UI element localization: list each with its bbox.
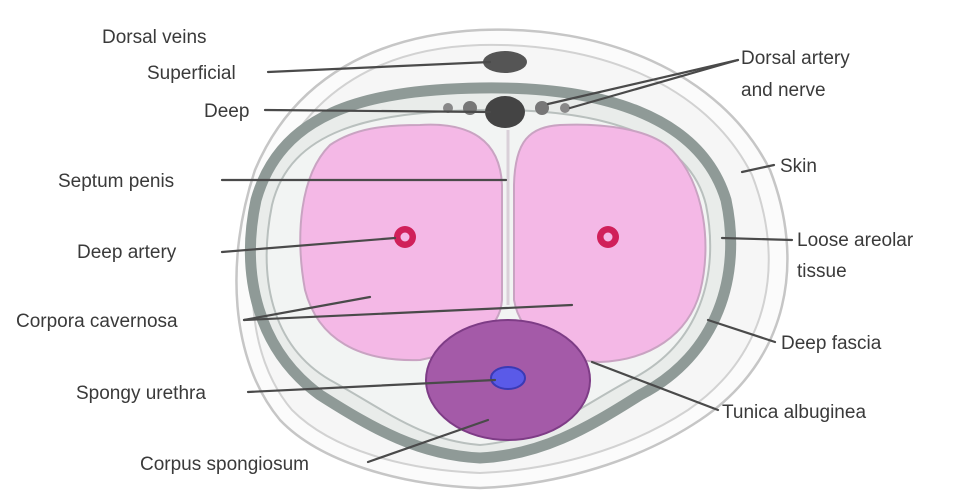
dorsal-artery-right — [535, 101, 549, 115]
label-septum-penis: Septum penis — [58, 171, 174, 192]
label-loose-areolar: Loose areolar — [797, 230, 914, 251]
label-tissue: tissue — [797, 261, 847, 282]
label-corpora-cavernosa: Corpora cavernosa — [16, 311, 178, 332]
spongy-urethra — [491, 367, 525, 389]
dorsal-nerve-right — [560, 103, 570, 113]
label-deep-fascia: Deep fascia — [781, 333, 882, 354]
label-deep-artery: Deep artery — [77, 242, 177, 263]
label-deep: Deep — [204, 101, 249, 122]
label-tunica-albuginea: Tunica albuginea — [722, 402, 866, 423]
label-dorsal-artery: Dorsal artery — [741, 48, 850, 69]
deep-artery-left-lumen — [401, 233, 410, 242]
label-corpus-spongiosum: Corpus spongiosum — [140, 454, 309, 475]
label-skin: Skin — [780, 156, 817, 177]
label-and-nerve: and nerve — [741, 80, 826, 101]
label-spongy-urethra: Spongy urethra — [76, 383, 206, 404]
label-dorsal-veins: Dorsal veins — [102, 27, 207, 48]
deep-artery-right-lumen — [604, 233, 613, 242]
label-superficial: Superficial — [147, 63, 236, 84]
